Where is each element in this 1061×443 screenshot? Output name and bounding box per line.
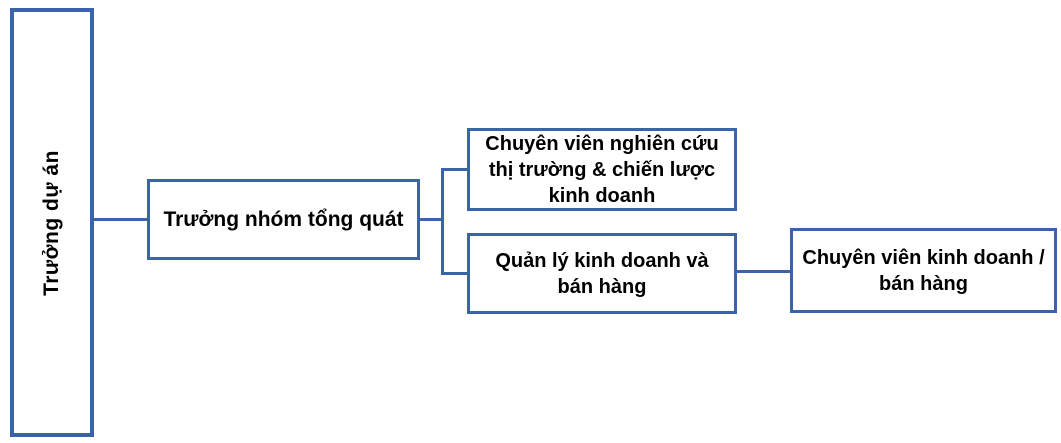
node-sales-specialist-label: Chuyên viên kinh doanh / bán hàng: [802, 246, 1045, 295]
connector-branch-to-sales-manager: [444, 272, 467, 275]
node-sales-manager-label: Quản lý kinh doanh và bán hàng: [495, 249, 709, 298]
connector-salesmanager-salesspecialist: [737, 270, 790, 273]
node-project-lead: Trưởng dự án: [10, 8, 94, 437]
node-market-research: Chuyên viên nghiên cứu thị trường & chiế…: [467, 128, 737, 211]
node-sales-manager: Quản lý kinh doanh và bán hàng: [467, 233, 737, 314]
connector-projectlead-teamlead: [94, 218, 147, 221]
node-project-lead-label: Trưởng dự án: [40, 149, 63, 296]
node-market-research-label: Chuyên viên nghiên cứu thị trường & chiế…: [485, 132, 719, 207]
node-general-team-lead: Trưởng nhóm tổng quát: [147, 179, 420, 260]
connector-teamlead-branch-stub: [420, 218, 441, 221]
connector-branch-to-market-research: [444, 168, 467, 171]
node-general-team-lead-label: Trưởng nhóm tổng quát: [163, 207, 404, 231]
node-sales-specialist: Chuyên viên kinh doanh / bán hàng: [790, 228, 1057, 313]
connector-branch-vertical: [441, 168, 444, 275]
